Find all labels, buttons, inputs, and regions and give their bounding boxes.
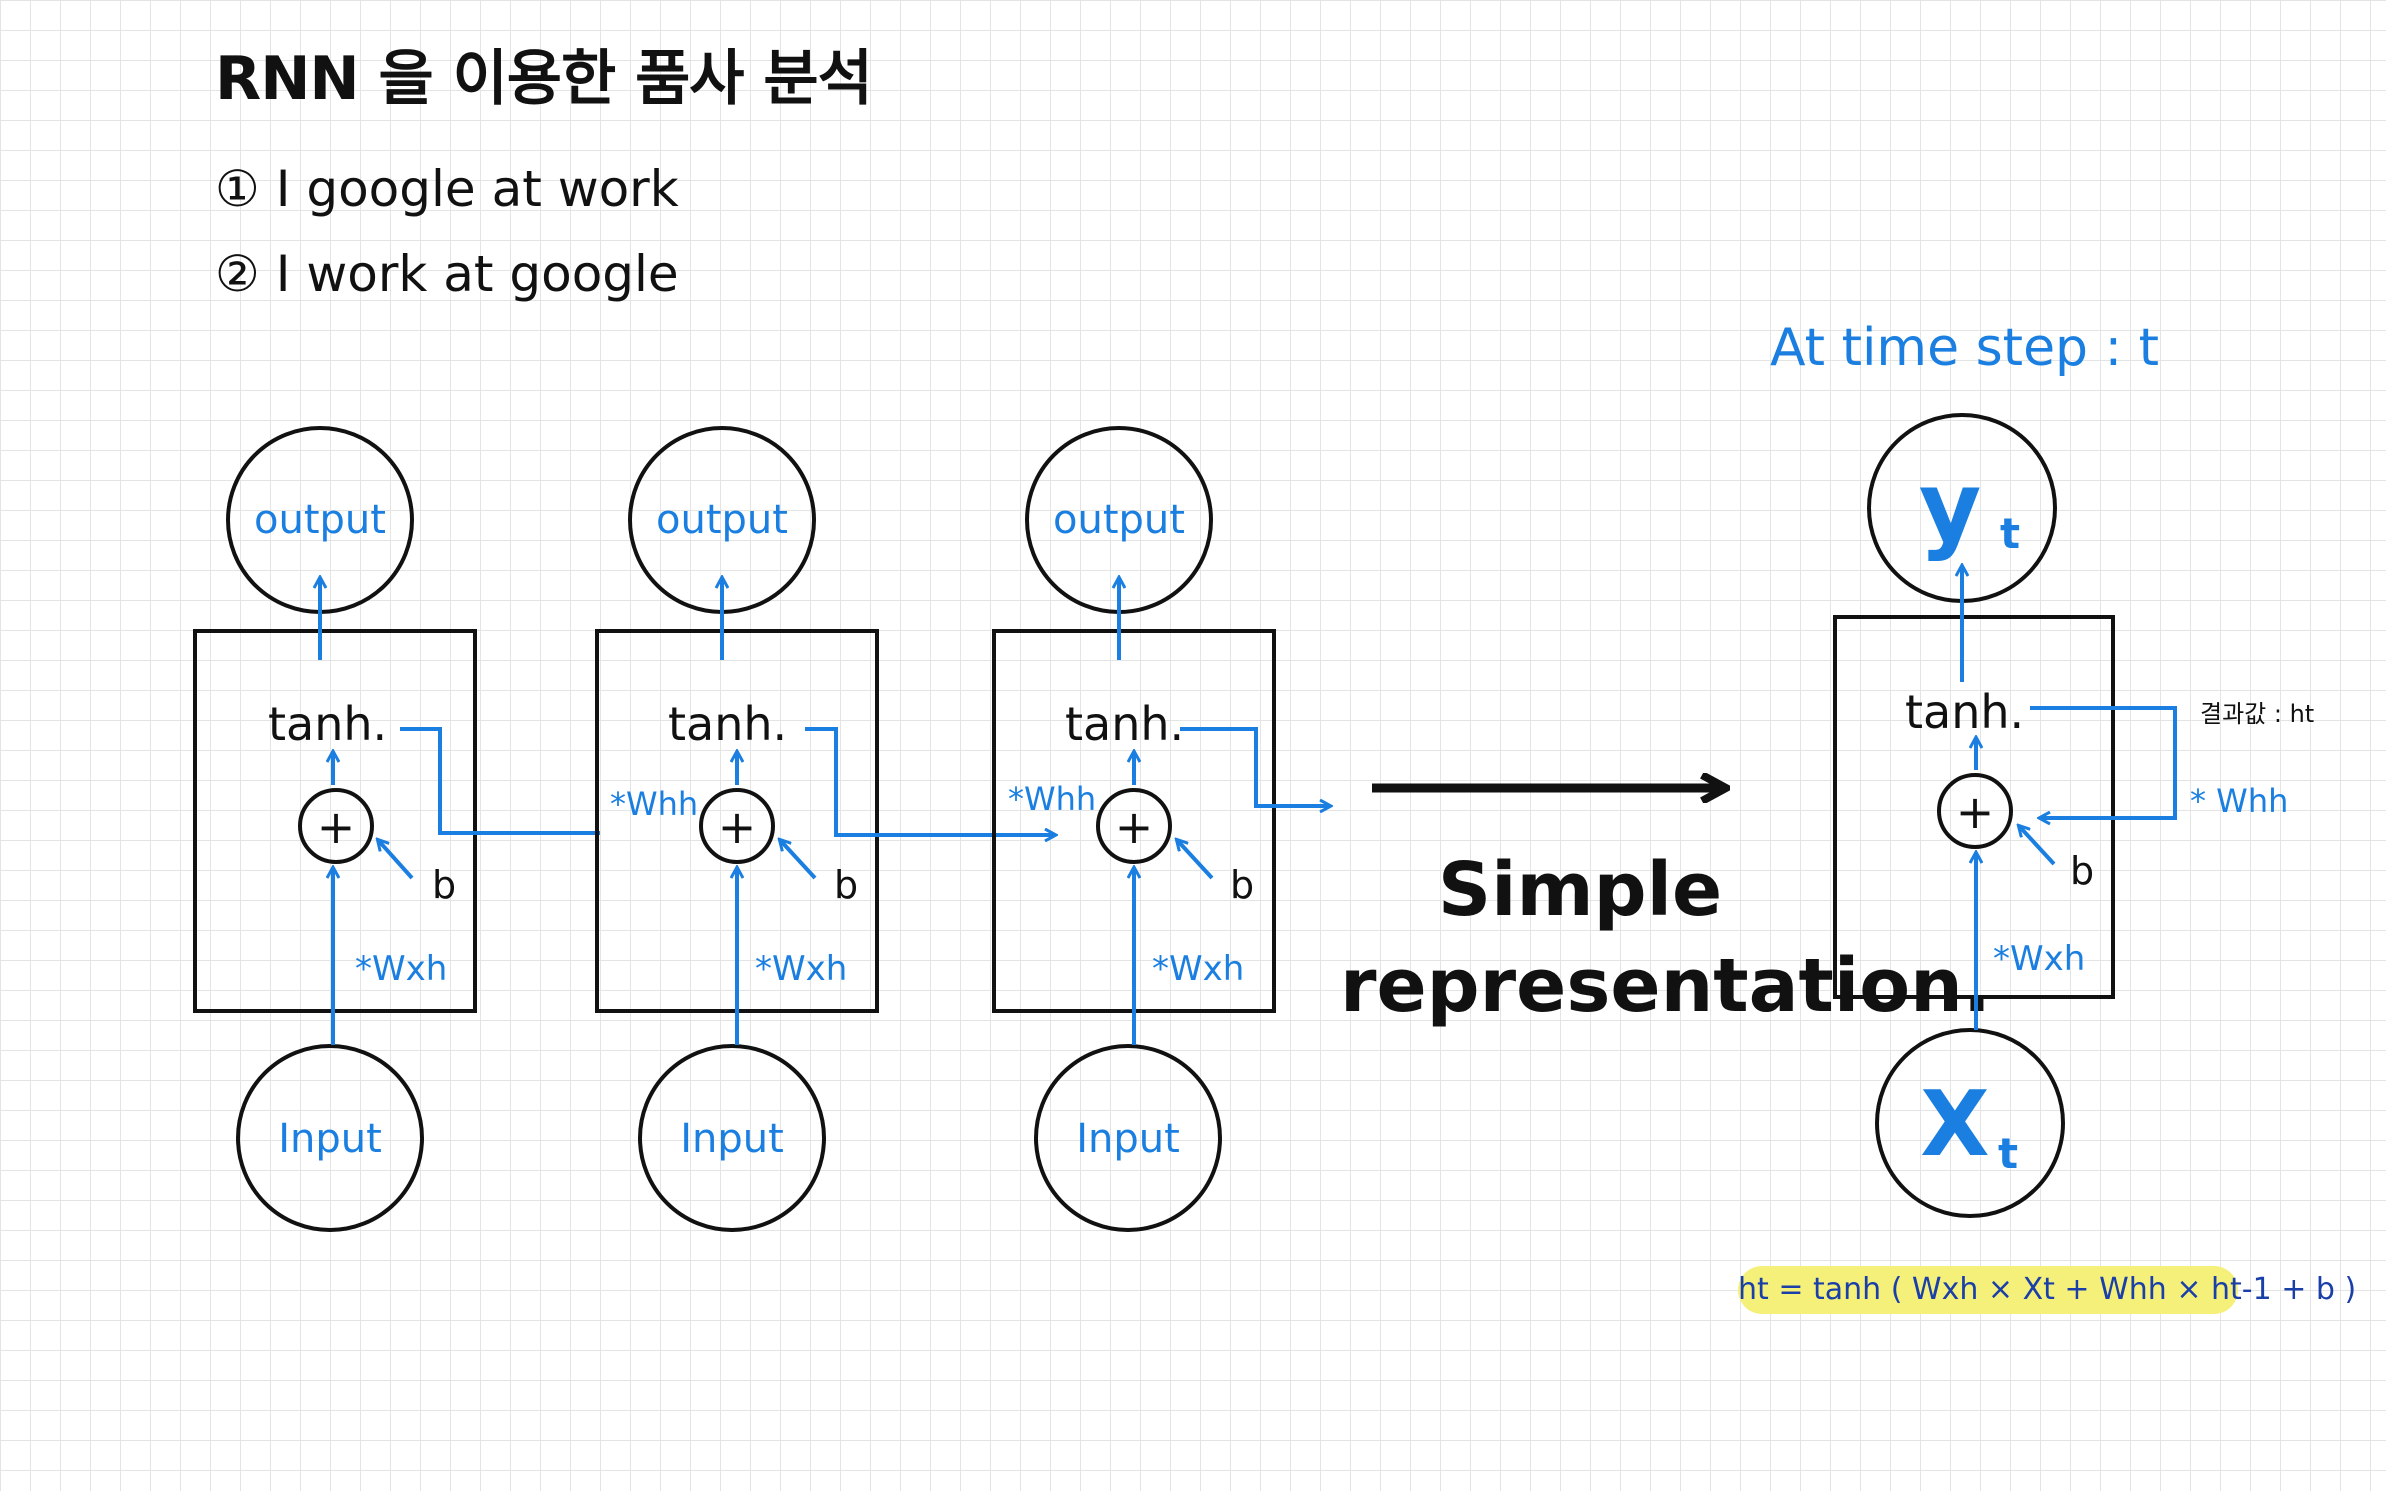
output-y-label: y (1919, 451, 1982, 563)
rnn-cell-compact: y t X t tanh. + b *Wxh * Whh 결과값 : ht (1833, 413, 2314, 1218)
input-weight-label: *Wxh (355, 949, 447, 989)
bias-label: b (432, 863, 456, 907)
bias-arrow (1177, 840, 1214, 880)
rnn-cell-1: output Input tanh. + b *Wxh (193, 426, 477, 1232)
bias-arrow (2019, 826, 2056, 866)
sum-node (1096, 788, 1172, 864)
bias-label: b (2070, 849, 2094, 893)
output-label: output (1053, 497, 1185, 543)
output-subscript: t (2000, 509, 2020, 558)
hidden-weight-label: * Whh (2190, 782, 2288, 820)
rnn-cell-3: output Input tanh. + b *Wxh *Whh (992, 426, 1276, 1232)
activation-label: tanh. (1065, 697, 1184, 751)
input-label: Input (1076, 1116, 1180, 1162)
input-node (1034, 1044, 1222, 1232)
activation-label: tanh. (268, 697, 387, 751)
timestep-label: At time step : t (1770, 318, 2160, 378)
page-title: RNN 을 이용한 품사 분석 (215, 44, 873, 114)
example-sentence-1: ① I google at work (215, 160, 679, 218)
input-node (638, 1044, 826, 1232)
activation-label: tanh. (1905, 685, 2024, 739)
sum-node (699, 788, 775, 864)
hidden-weight-label: *Whh (1008, 780, 1096, 818)
plus-sign: + (718, 800, 757, 854)
input-x-label: X (1920, 1072, 1989, 1177)
plus-sign: + (317, 800, 356, 854)
input-node (236, 1044, 424, 1232)
input-label: Input (278, 1116, 382, 1162)
bias-label: b (834, 863, 858, 907)
hidden-state-link-1 (400, 727, 600, 835)
input-weight-label: *Wxh (1152, 949, 1244, 989)
input-subscript: t (1998, 1129, 2018, 1178)
state-label: 결과값 : ht (2200, 700, 2314, 728)
example-sentence-2: ② I work at google (215, 245, 679, 303)
bias-arrow (780, 840, 817, 880)
input-weight-label: *Wxh (755, 949, 847, 989)
hidden-weight-label: *Whh (610, 785, 698, 823)
rnn-cell-2: output Input tanh. + b *Wxh *Whh (595, 426, 879, 1232)
hidden-state-link-2 (805, 727, 1055, 835)
recurrent-loop-arrow (2030, 706, 2177, 818)
activation-label: tanh. (668, 697, 787, 751)
sum-node (1937, 773, 2013, 849)
bias-label: b (1230, 863, 1254, 907)
plus-sign: + (1115, 800, 1154, 854)
bias-arrow (378, 840, 414, 880)
output-label: output (254, 497, 386, 543)
output-label: output (656, 497, 788, 543)
input-node (1875, 1028, 2065, 1218)
hidden-state-link-out (1180, 727, 1330, 806)
input-label: Input (680, 1116, 784, 1162)
plus-sign: + (1956, 785, 1995, 839)
input-weight-label: *Wxh (1993, 939, 2085, 979)
sum-node (298, 788, 374, 864)
